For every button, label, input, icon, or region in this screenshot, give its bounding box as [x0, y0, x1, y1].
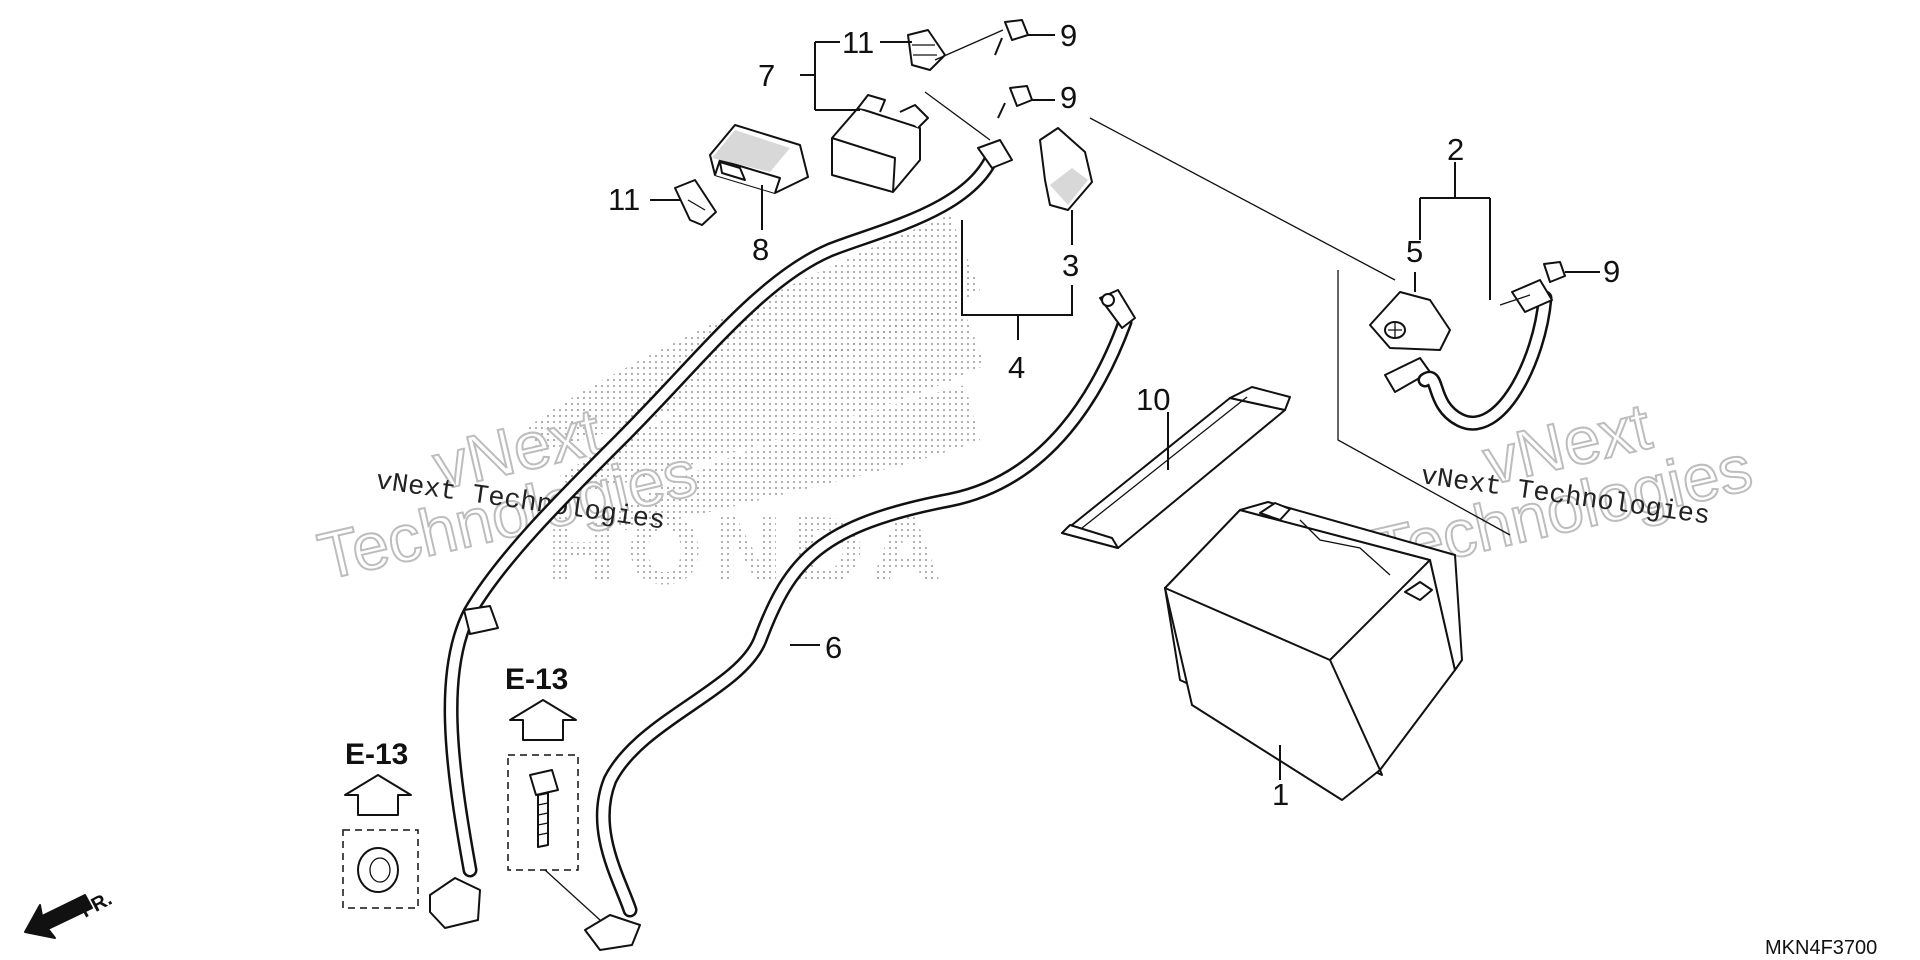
cable-negative [584, 289, 1136, 951]
leader-lines [544, 29, 1600, 921]
reference-arrow-left: E-13 [344, 738, 412, 816]
callout-7: 7 [758, 58, 775, 93]
bolt-top-2 [997, 85, 1033, 119]
fuse-clip-top [907, 29, 946, 71]
reference-arrow-right: E-13 [505, 663, 577, 741]
callout-11a: 11 [842, 25, 874, 60]
bolt-box [507, 754, 579, 871]
nut-box [342, 829, 419, 909]
callout-10: 10 [1136, 382, 1170, 417]
starter-relay [831, 94, 929, 193]
battery-band [1061, 386, 1291, 549]
callout-4: 4 [1008, 350, 1025, 385]
watermark: vNext Technologies vNext Technologies vN… [311, 388, 1760, 595]
cable-right [1417, 279, 1553, 431]
battery [1164, 501, 1463, 801]
reference-label-left: E-13 [345, 738, 408, 771]
callout-8: 8 [752, 232, 769, 267]
fuse-clip-left [674, 179, 717, 226]
callout-9a: 9 [1060, 18, 1077, 53]
callout-1: 1 [1272, 777, 1289, 812]
callout-5: 5 [1406, 234, 1423, 269]
diagram-code: MKN4F3700 [1765, 937, 1877, 959]
relay [709, 124, 809, 194]
callout-11b: 11 [608, 182, 640, 217]
callout-3: 3 [1062, 248, 1079, 283]
reference-label-right: E-13 [505, 663, 568, 696]
callout-9b: 9 [1060, 80, 1077, 115]
callout-2: 2 [1447, 132, 1464, 167]
cable-positive [429, 139, 1013, 929]
callout-numbers: 1 2 3 4 5 6 7 8 9 9 9 10 11 11 [608, 18, 1620, 812]
front-direction-arrow: FR. [24, 888, 116, 939]
front-direction-label: FR. [77, 888, 116, 923]
terminal-cover [1039, 127, 1093, 211]
callout-6: 6 [825, 630, 842, 665]
callout-9c: 9 [1603, 254, 1620, 289]
bolt-top-1 [994, 19, 1029, 56]
terminal-cover-2 [1369, 291, 1451, 393]
